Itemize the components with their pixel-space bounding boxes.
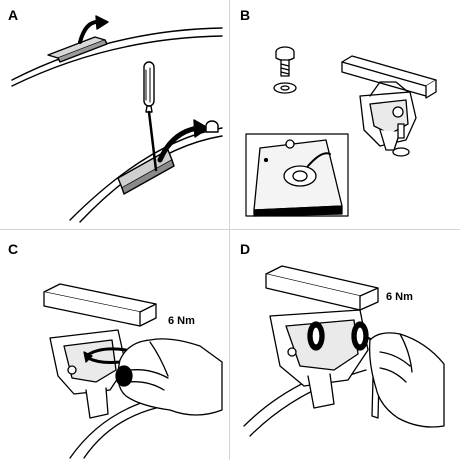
screwdriver-shaft (147, 110, 158, 172)
tension-knob (115, 365, 133, 387)
panel-b-label: B (240, 7, 251, 23)
panel-a-label: A (8, 7, 19, 23)
panel-c: C 6 Nm (0, 230, 229, 460)
horizontal-divider (0, 229, 460, 230)
roof-line (69, 399, 151, 459)
hand (117, 338, 223, 416)
panel-d: D 6 Nm (230, 230, 460, 460)
panel-c-illustration (43, 283, 223, 459)
torque-value-d: 6 Nm (386, 291, 413, 303)
panel-b-illustration (245, 46, 437, 217)
panel-a: A (0, 0, 229, 229)
panel-b: B (230, 0, 460, 229)
panel-c-label: C (8, 241, 19, 257)
roof-edge-line (11, 27, 223, 81)
panel-a-illustration (11, 15, 223, 223)
insert-arrow (307, 152, 331, 167)
panel-d-label: D (240, 241, 251, 257)
torque-value-c: 6 Nm (168, 315, 195, 327)
washer (273, 82, 297, 94)
vertical-divider (229, 0, 230, 460)
twist-arrow (157, 125, 201, 163)
panel-d-illustration (243, 265, 445, 437)
hand (368, 332, 445, 428)
